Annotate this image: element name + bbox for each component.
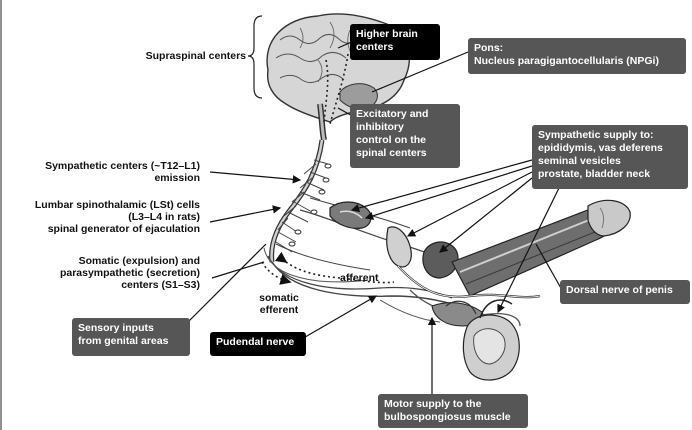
sympathetic-supply-line-2: epididymis, vas deferens: [538, 142, 663, 154]
pudendal-nerve-box: Pudendal nerve: [210, 332, 306, 356]
sympathetic-centers-line-1: Sympathetic centers (~T12–L1): [45, 160, 200, 172]
higher-brain-line-1: Higher brain: [356, 28, 418, 40]
pons-line-1: Pons:: [474, 42, 504, 54]
motor-line-1: Motor supply to the: [384, 398, 482, 410]
dorsal-nerve-box: Dorsal nerve of penis: [560, 280, 690, 304]
sensory-inputs-box: Sensory inputs from genital areas: [72, 318, 190, 356]
leader-lines: [187, 39, 563, 396]
sympathetic-centers-label: Sympathetic centers (~T12–L1) emission: [10, 160, 200, 184]
sympathetic-supply-box: Sympathetic supply to: epididymis, vas d…: [532, 125, 688, 189]
motor-line-2: bulbospongiosus muscle: [384, 411, 511, 423]
pons-line-2: Nucleus paragigantocellularis (NPGi): [474, 55, 659, 67]
somatic-line-1: Somatic (expulsion) and: [78, 255, 200, 267]
sympathetic-centers-line-2: emission: [154, 172, 200, 184]
somatic-line-2: parasympathetic (secretion): [59, 267, 200, 279]
sensory-line-1: Sensory inputs: [78, 322, 154, 334]
supraspinal-centers-label: Supraspinal centers: [145, 50, 246, 62]
somatic-efferent-line-2: efferent: [259, 304, 299, 316]
higher-brain-line-2: centers: [356, 41, 394, 53]
somatic-efferent-arrow: [261, 261, 292, 285]
somatic-centers-label: Somatic (expulsion) and parasympathetic …: [20, 255, 200, 291]
sensory-line-2: from genital areas: [78, 335, 169, 347]
lst-line-3: spinal generator of ejaculation: [47, 223, 200, 235]
excitatory-line-4: spinal centers: [356, 147, 427, 159]
sympathetic-supply-line-1: Sympathetic supply to:: [538, 129, 654, 141]
sympathetic-supply-line-4: prostate, bladder neck: [538, 168, 651, 180]
supraspinal-brace: [247, 15, 263, 99]
lst-cells-label: Lumbar spinothalamic (LSt) cells (L3–L4 …: [6, 199, 200, 235]
somatic-efferent-line-1: somatic: [259, 292, 299, 304]
afferent-arrow: [274, 251, 395, 284]
higher-brain-centers-box: Higher brain centers: [350, 24, 440, 60]
pons-box: Pons: Nucleus paragigantocellularis (NPG…: [468, 38, 686, 74]
lst-line-1: Lumbar spinothalamic (LSt) cells: [34, 199, 200, 211]
somatic-line-3: centers (S1–S3): [121, 279, 200, 291]
spinal-cord: [269, 139, 332, 263]
excitatory-control-box: Excitatory and inhibitory control on the…: [350, 104, 460, 168]
pelvic-nerves: [263, 197, 501, 307]
excitatory-line-1: Excitatory and: [356, 108, 429, 120]
sympathetic-supply-line-3: seminal vesicles: [538, 155, 621, 167]
afferent-label: afferent: [340, 272, 379, 284]
excitatory-line-3: control on the: [356, 134, 426, 146]
somatic-efferent-label: somatic efferent: [244, 292, 314, 316]
excitatory-line-2: inhibitory: [356, 121, 404, 133]
lst-line-2: (L3–L4 in rats): [128, 211, 200, 223]
genital-organs: [329, 199, 631, 381]
motor-supply-box: Motor supply to the bulbospongiosus musc…: [378, 394, 528, 428]
